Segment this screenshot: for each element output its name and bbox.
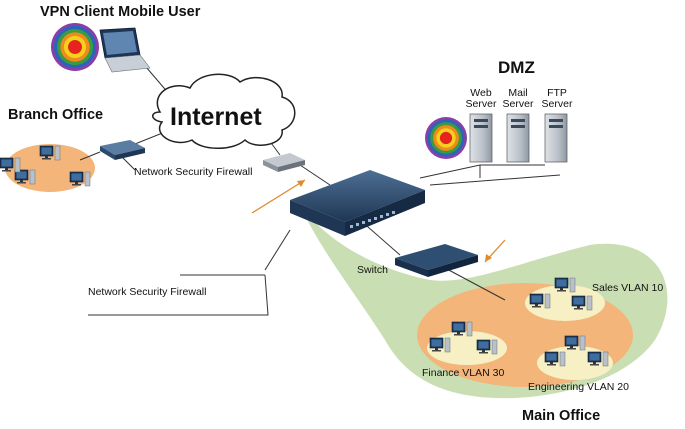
dmz-label: DMZ	[498, 58, 535, 77]
laptop-icon	[99, 27, 151, 73]
vpn-rings-icon	[51, 23, 99, 71]
branch-office-label: Branch Office	[8, 107, 104, 123]
sales-vlan-label: Sales VLAN 10	[592, 282, 664, 294]
branch-firewall-label: Network Security Firewall	[134, 166, 253, 178]
main-firewall-appliance	[290, 170, 425, 236]
ftp-server-label: FTP Server	[541, 87, 573, 110]
engineering-vlan-label: Engineering VLAN 20	[528, 381, 629, 393]
internet-cloud	[152, 73, 296, 149]
branch-firewall-device	[100, 140, 145, 160]
engineering-vlan-circle	[537, 346, 613, 380]
internet-firewall-device	[263, 153, 305, 172]
main-office-label: Main Office	[522, 408, 601, 424]
ftp-server-icon	[544, 113, 568, 163]
mail-server-label: Mail Server	[502, 87, 534, 110]
traffic-arrows	[251, 179, 506, 263]
vpn-client-label: VPN Client Mobile User	[40, 4, 201, 20]
finance-vlan-label: Finance VLAN 30	[422, 367, 505, 379]
dmz-rings-icon	[425, 117, 467, 159]
internet-label: Internet	[170, 103, 262, 131]
mail-server-icon	[506, 113, 530, 163]
switch-device	[395, 244, 478, 277]
web-server-label: Web Server	[465, 87, 497, 110]
web-server-icon	[469, 113, 493, 163]
switch-label: Switch	[357, 264, 388, 276]
main-firewall-label: Network Security Firewall	[88, 286, 207, 298]
